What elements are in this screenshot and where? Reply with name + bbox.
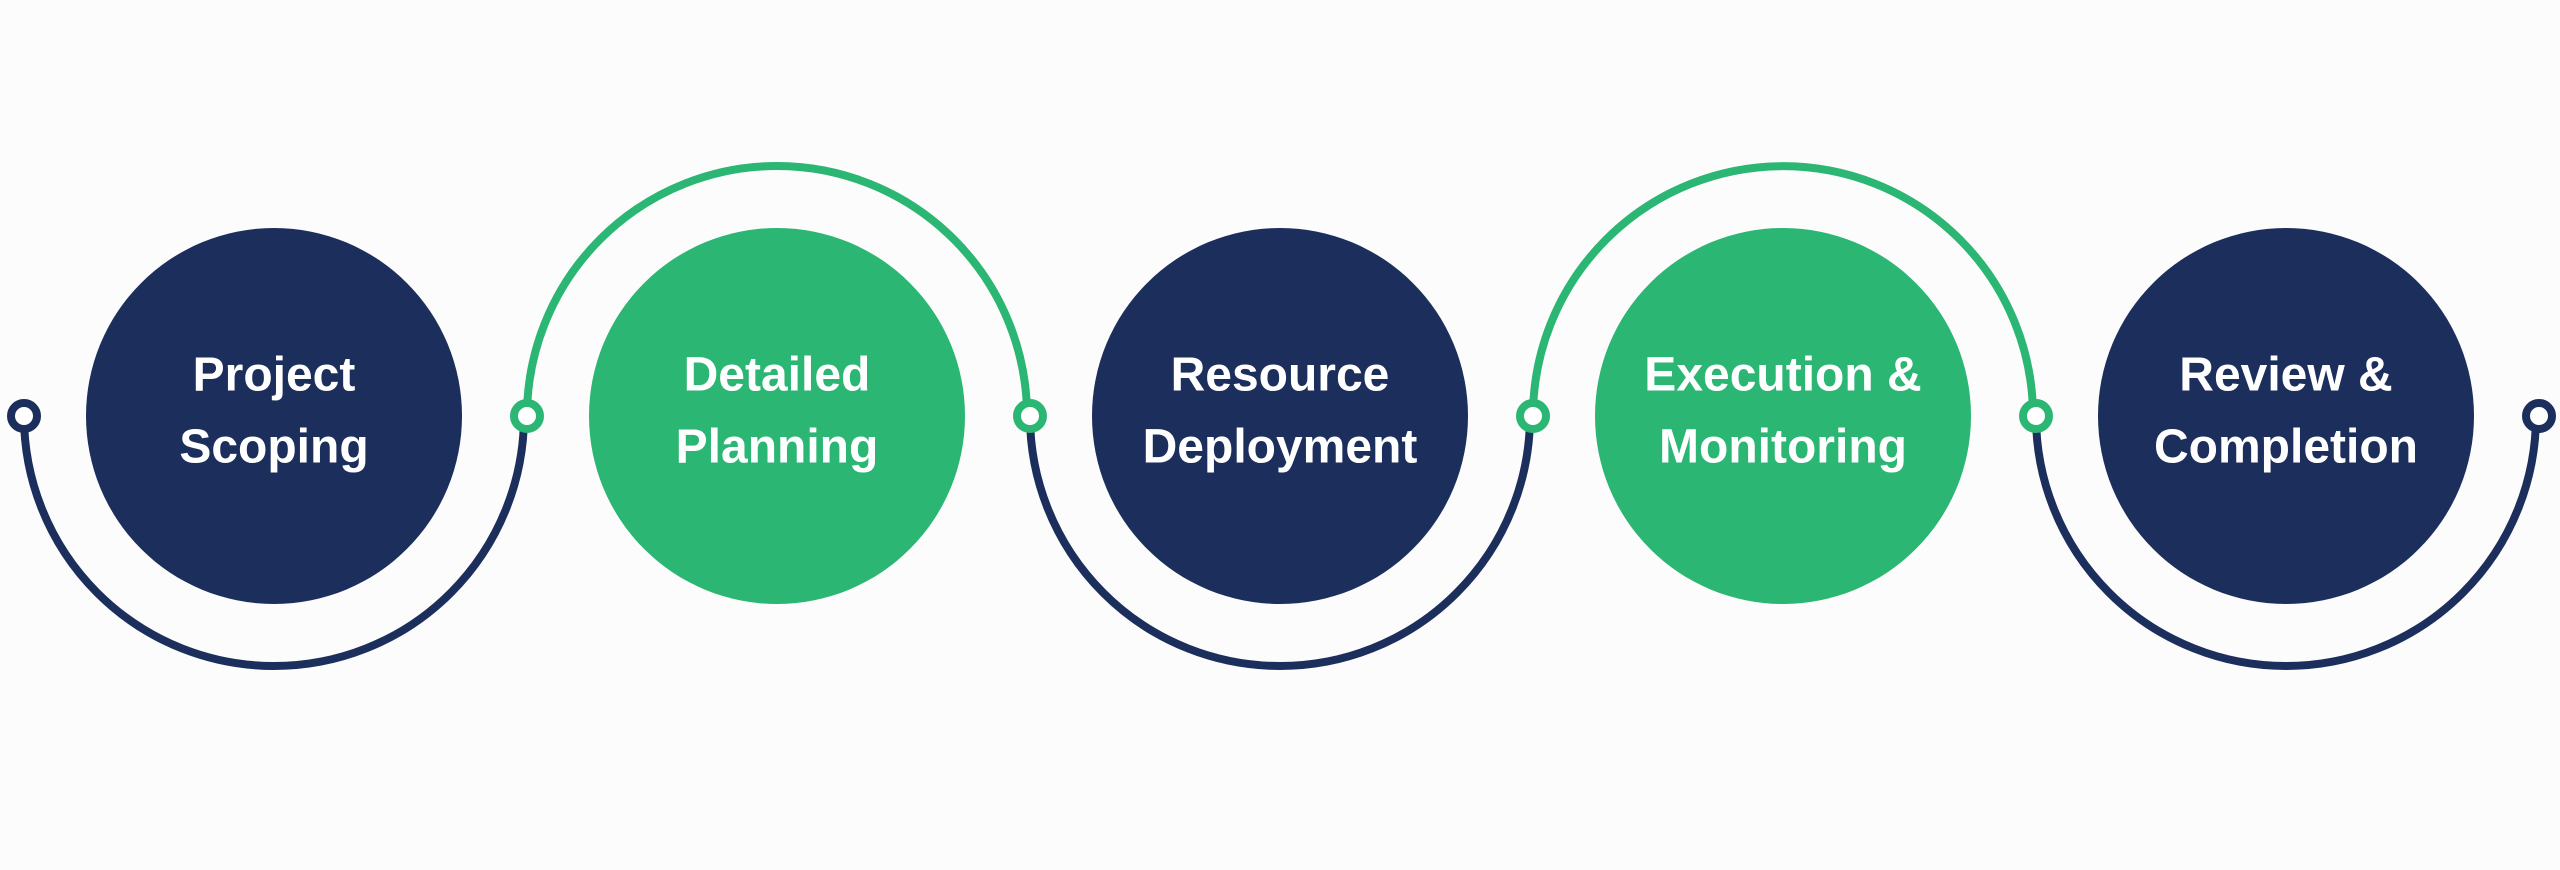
- step-5-connector-arc: [2032, 415, 2540, 670]
- step-4-label-line-2: Monitoring: [1659, 421, 1907, 474]
- connector-node-4: [1516, 399, 1550, 433]
- connector-node-5: [2019, 399, 2053, 433]
- step-4-connector-arc: [1529, 162, 2037, 417]
- connector-arcs: [20, 162, 2540, 670]
- step-1-circle: [86, 228, 462, 604]
- step-1-label-line-1: Project: [193, 349, 356, 402]
- step-2-label-line-2: Planning: [676, 421, 879, 474]
- connector-nodes: [7, 399, 2556, 433]
- step-4-circle: [1595, 228, 1971, 604]
- step-2-connector-arc: [523, 162, 1031, 417]
- step-3-label-line-1: Resource: [1171, 349, 1390, 402]
- step-5-circle: [2098, 228, 2474, 604]
- step-2-label-line-1: Detailed: [684, 349, 871, 402]
- step-5-label-line-2: Completion: [2154, 421, 2418, 474]
- step-1-label-line-2: Scoping: [179, 421, 368, 474]
- step-4-label-line-1: Execution &: [1644, 349, 1921, 402]
- step-1-connector-arc: [20, 415, 528, 670]
- connector-node-2: [510, 399, 544, 433]
- step-2-circle: [589, 228, 965, 604]
- step-3-label-line-2: Deployment: [1143, 421, 1418, 474]
- connector-node-3: [1013, 399, 1047, 433]
- step-3-circle: [1092, 228, 1468, 604]
- connector-node-6: [2522, 399, 2556, 433]
- step-5-label-line-1: Review &: [2179, 349, 2392, 402]
- step-3-connector-arc: [1026, 415, 1534, 670]
- connector-node-1: [7, 399, 41, 433]
